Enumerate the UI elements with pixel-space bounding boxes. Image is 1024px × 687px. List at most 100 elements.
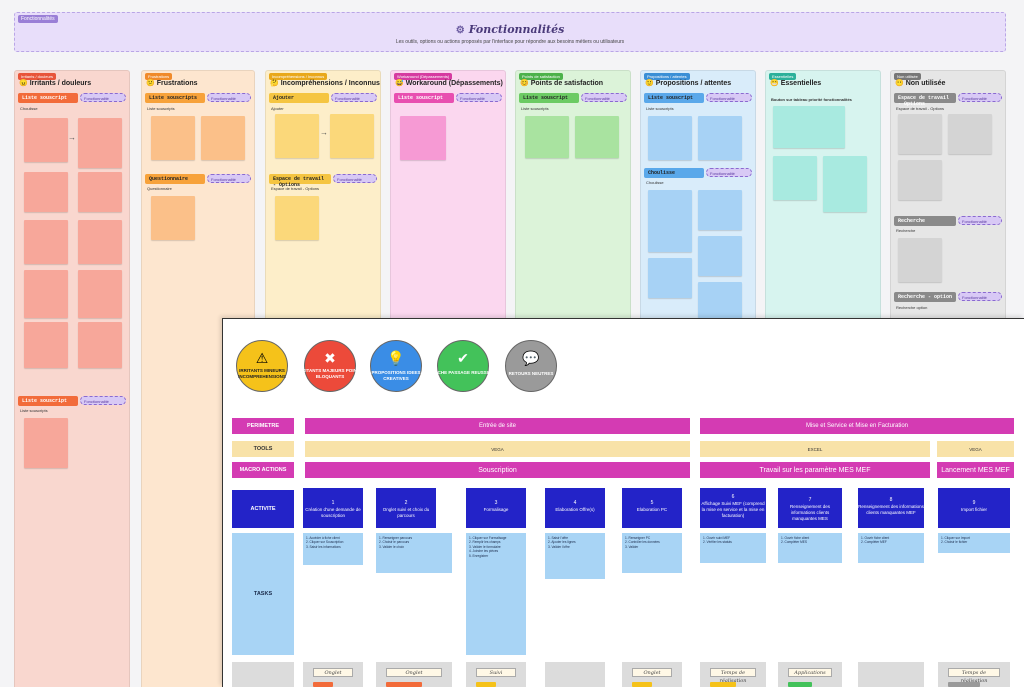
legend-minor-irritants: ⚠: [236, 340, 288, 392]
feature-pill[interactable]: Fonctionnalité: [706, 168, 752, 177]
column-tag: Incompréhensions / Inconnus: [269, 73, 328, 80]
sticky-note[interactable]: [24, 118, 68, 162]
sticky-note[interactable]: [275, 196, 319, 240]
section-header[interactable]: Recherche: [894, 216, 956, 226]
feature-pill[interactable]: Fonctionnalité: [958, 292, 1002, 301]
sticky-note[interactable]: [275, 114, 319, 158]
section-header[interactable]: Questionnaire: [145, 174, 205, 184]
sticky-note[interactable]: [773, 106, 845, 148]
task-card[interactable]: 1. Cliquer sur Formalisage 2. Remplir le…: [466, 533, 526, 655]
sticky-note[interactable]: [698, 282, 742, 318]
banner-title-text: Fonctionnalités: [468, 23, 565, 36]
section-header[interactable]: Ajouter: [269, 93, 329, 103]
sticky-note[interactable]: [400, 116, 446, 160]
sticky-note[interactable]: [24, 220, 68, 264]
sticky-note[interactable]: [575, 116, 619, 158]
row-label-macro-actions: MACRO ACTIONS: [232, 462, 294, 478]
grin-face-icon: 😁: [770, 80, 779, 87]
sticky-note[interactable]: [330, 114, 374, 158]
section-label: Liste souscripts: [147, 106, 175, 111]
task-card[interactable]: 1. Ouvrir fiche client 2. Compléter MES: [778, 533, 842, 563]
user-bar: [788, 682, 812, 687]
section-header[interactable]: Liste souscript: [18, 396, 78, 406]
sticky-note[interactable]: [151, 196, 195, 240]
sticky-note[interactable]: [78, 172, 122, 212]
feature-pill[interactable]: Fonctionnalité: [581, 93, 627, 102]
bottom-tag: Suivi: [476, 668, 516, 677]
sticky-note[interactable]: [24, 322, 68, 368]
sticky-note[interactable]: [698, 190, 742, 230]
sticky-note[interactable]: [78, 118, 122, 168]
section-header[interactable]: Liste souscripts: [145, 93, 205, 103]
sticky-note[interactable]: [648, 190, 692, 252]
sticky-note[interactable]: [898, 114, 942, 154]
section-header[interactable]: Liste souscript: [644, 93, 704, 103]
sticky-note[interactable]: [78, 270, 122, 318]
task-card[interactable]: 1. Ouvrir suivi MEF 2. Vérifier les stat…: [700, 533, 766, 563]
task-card[interactable]: 1. Renseigner PC 2. Contrôler les donnée…: [622, 533, 682, 573]
section-header[interactable]: Espace de travail - Options: [894, 93, 956, 107]
row-label-activite: ACTIVITE: [232, 490, 294, 528]
sticky-note[interactable]: [78, 220, 122, 264]
sticky-note[interactable]: [823, 156, 867, 212]
section-header[interactable]: Liste souscript: [18, 93, 78, 103]
macro-souscription: Souscription: [305, 462, 690, 478]
feature-pill[interactable]: Fonctionnalité: [80, 93, 126, 102]
sticky-note[interactable]: [24, 270, 68, 318]
bottom-tag: Onglet: [313, 668, 353, 677]
sticky-note[interactable]: [698, 236, 742, 276]
column-tag: Frustrations: [145, 73, 173, 80]
bottom-tag: Temps de réalisation: [948, 668, 1000, 684]
section-label: Espace de travail - Options: [896, 106, 945, 111]
column-title: 😕Frustrations: [146, 79, 198, 87]
feature-pill[interactable]: Fonctionnalité: [706, 93, 752, 102]
column-title-text: Workaround (Dépassements): [405, 80, 503, 87]
task-card[interactable]: 1. Accéder à fiche client 2. Cliquer sur…: [303, 533, 363, 565]
feature-pill[interactable]: Fonctionnalité: [333, 174, 377, 183]
feature-pill[interactable]: Fonctionnalité: [80, 396, 126, 405]
sticky-note[interactable]: [78, 322, 122, 368]
feature-pill[interactable]: Fonctionnalité: [456, 93, 502, 102]
feature-pill[interactable]: Fonctionnalité: [207, 93, 251, 102]
sticky-note[interactable]: [898, 238, 942, 282]
task-card[interactable]: 1. Renseigner parcours 2. Choisir le par…: [376, 533, 452, 573]
legend-major-irritants: ✖: [304, 340, 356, 392]
sticky-note[interactable]: [948, 114, 992, 154]
sticky-note[interactable]: [201, 116, 245, 160]
sticky-note[interactable]: [648, 258, 692, 298]
activity-label: Formalisage: [483, 507, 509, 512]
task-card[interactable]: 1. Saisir l'offre 2. Ajouter les lignes …: [545, 533, 605, 579]
tool-vega-2: VEGA: [937, 441, 1014, 457]
feature-pill[interactable]: Fonctionnalité: [958, 216, 1002, 225]
row-label-tools: TOOLS: [232, 441, 294, 457]
task-card[interactable]: 1. Ouvrir fiche client 2. Compléter MEF: [858, 533, 924, 563]
sticky-note[interactable]: [151, 116, 195, 160]
sticky-note[interactable]: [648, 116, 692, 160]
feature-pill[interactable]: Fonctionnalité: [958, 93, 1002, 102]
section-header[interactable]: Liste souscript: [394, 93, 454, 103]
sticky-note[interactable]: [24, 418, 68, 468]
section-header[interactable]: Liste souscript: [519, 93, 579, 103]
section-header[interactable]: Choulisse: [644, 168, 704, 178]
section-header[interactable]: Recherche - option: [894, 292, 956, 302]
task-card[interactable]: 1. Cliquer sur Import 2. Choisir le fich…: [938, 533, 1010, 553]
sticky-note[interactable]: [525, 116, 569, 158]
sticky-note[interactable]: [698, 116, 742, 160]
section-header[interactable]: Espace de travail - Options: [269, 174, 331, 188]
sticky-note[interactable]: [773, 156, 817, 200]
feature-pill[interactable]: Fonctionnalité: [331, 93, 377, 102]
sticky-note[interactable]: [898, 160, 942, 200]
sticky-note[interactable]: [24, 172, 68, 212]
section-label: Liste souscripts: [20, 408, 48, 413]
feature-pill[interactable]: Fonctionnalité: [207, 174, 251, 183]
tool-excel: EXCEL: [700, 441, 930, 457]
